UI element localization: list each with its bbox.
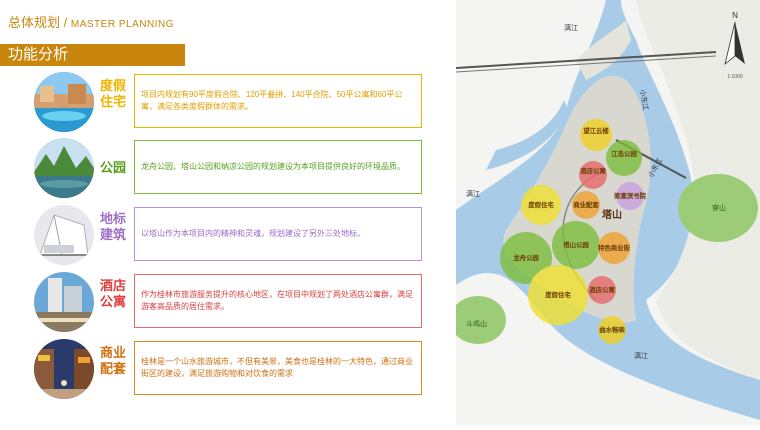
resort-housing-label: 度假住宅 (99, 78, 126, 109)
section-title: 功能分析 (8, 46, 69, 63)
zone-label-10: 度假住宅 (545, 290, 571, 299)
zone-label-4: 度假住宅 (528, 200, 554, 209)
resort-housing-photo (34, 72, 94, 132)
mountain-label-1: 穿山 (712, 203, 726, 212)
hotel-label: 酒店公寓 (99, 278, 126, 309)
park-label: 公园 (99, 160, 126, 175)
zone-label-8: 特色商业街 (598, 243, 631, 252)
landmark-description: 以塔山作为本项目内的精神和灵魂，规划建设了另外三处地标。 (141, 229, 365, 238)
park-description: 龙舟公园、塔山公园和纳凉公园的规划建设为本项目提供良好的环境品质。 (141, 162, 405, 171)
landmark-label: 地标建筑 (99, 211, 126, 242)
river-label-2: 漓江 (466, 189, 480, 198)
function-map-svg: 望江云楼 江岛公园 酒店公寓 度假住宅 商业配套 梁漱溟书院 塔山公园 特色商业… (450, 0, 760, 425)
page-title: 总体规划 (8, 15, 61, 30)
resort-housing-description-box: 项目内规划有90平度假合院、120平叠拼、140平合院、50平公寓和60平公寓，… (134, 74, 422, 128)
hotel-description-box: 作为桂林市旅游服务提升的核心地区，在项目中规划了两处酒店公寓群，满足游客高品质的… (134, 274, 422, 328)
zone-label-7: 塔山公园 (563, 240, 589, 249)
zone-label-5: 商业配套 (573, 200, 599, 209)
river-label-3: 漓江 (634, 351, 648, 360)
park-description-box: 龙舟公园、塔山公园和纳凉公园的规划建设为本项目提供良好的环境品质。 (134, 140, 422, 194)
section-title-bar: 功能分析 (0, 44, 185, 66)
function-map: 望江云楼 江岛公园 酒店公寓 度假住宅 商业配套 梁漱溟书院 塔山公园 特色商业… (450, 0, 760, 425)
zone-label-1: 望江云楼 (583, 126, 609, 135)
commercial-description: 桂林是一个山水旅游城市，不但有美景，美食也是桂林的一大特色，通过商业街区的建设，… (141, 357, 413, 378)
commercial-description-box: 桂林是一个山水旅游城市，不但有美景，美食也是桂林的一大特色，通过商业街区的建设，… (134, 341, 422, 395)
compass: N 1:1000 (718, 8, 752, 88)
zone-label-2: 江岛公园 (611, 149, 637, 158)
landmark-description-box: 以塔山作为本项目内的精神和灵魂，规划建设了另外三处地标。 (134, 207, 422, 261)
commercial-label: 商业配套 (99, 345, 126, 376)
north-arrow-icon (735, 22, 745, 64)
zone-label-3: 酒店公寓 (580, 166, 606, 175)
page-header: 总体规划 / MASTER PLANNING (8, 12, 174, 31)
tashan-label: 塔山 (602, 208, 622, 221)
zone-label-12: 曲水畅映 (599, 325, 625, 334)
mountain-label-2: 斗鸡山 (466, 319, 487, 328)
map-scale: 1:1000 (727, 74, 743, 80)
north-label: N (732, 11, 738, 20)
park-photo (34, 138, 94, 198)
hotel-description: 作为桂林市旅游服务提升的核心地区，在项目中规划了两处酒店公寓群，满足游客高品质的… (141, 290, 413, 311)
zone-label-11: 酒店公寓 (589, 285, 615, 294)
landmark-photo (34, 205, 94, 265)
zone-label-9: 龙舟公园 (512, 253, 539, 262)
title-separator: / (63, 15, 68, 30)
zone-label-6: 梁漱溟书院 (613, 191, 647, 200)
river-label-1: 漓江 (564, 23, 578, 32)
page-subtitle: MASTER PLANNING (70, 19, 174, 30)
commercial-photo (34, 339, 94, 399)
hotel-photo (34, 272, 94, 332)
resort-housing-description: 项目内规划有90平度假合院、120平叠拼、140平合院、50平公寓和60平公寓，… (141, 90, 403, 111)
